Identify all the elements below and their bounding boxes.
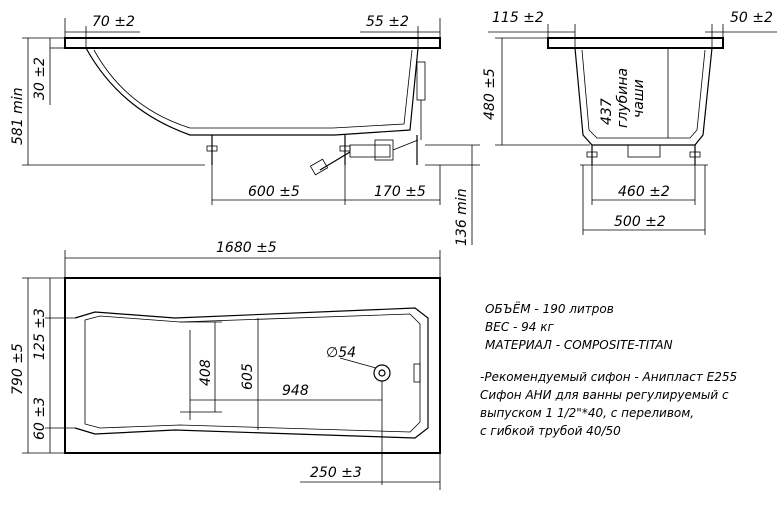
- plan-bowl-outer: [74, 307, 429, 439]
- side-view: 70 ±2 55 ±2 581 min 30 ±2 600 ±5 170 ±5 …: [10, 14, 480, 246]
- end-dimensions: [488, 24, 777, 235]
- plan-dim-948: 948: [282, 383, 309, 399]
- plan-drain-hole: [373, 364, 391, 382]
- plan-dim-width: 790 ±5: [10, 343, 26, 395]
- side-dim-height: 581 min: [10, 87, 26, 145]
- end-dim-outer-width: 500 ±2: [614, 214, 666, 230]
- end-depth-label-1: глубина: [615, 68, 631, 128]
- spec-siphon-2: Сифон АНИ для ванны регулируемый с: [480, 388, 729, 402]
- plan-view: 1680 ±5 790 ±5 125 ±3 60 ±3 408 605 948 …: [10, 240, 441, 490]
- plan-dim-length: 1680 ±5: [216, 240, 277, 256]
- plan-dim-side-bottom: 60 ±3: [32, 397, 48, 440]
- side-dim-top-left: 70 ±2: [92, 14, 135, 30]
- end-legs-drain: [580, 144, 708, 166]
- side-rim: [64, 37, 441, 49]
- end-dim-inner-width: 460 ±2: [618, 184, 670, 200]
- end-depth-value: 437: [599, 98, 615, 125]
- side-tub-inner: [93, 49, 413, 129]
- plan-drain-center: [378, 369, 386, 377]
- end-dim-top-right: 50 ±2: [730, 10, 773, 26]
- plan-dim-drain-offset: 250 ±3: [310, 465, 362, 481]
- plan-dim-408: 408: [198, 359, 214, 386]
- spec-volume: ОБЪЁМ - 190 литров: [485, 301, 614, 316]
- side-dim-rim: 30 ±2: [32, 57, 48, 100]
- end-tub-inner: [581, 49, 706, 139]
- spec-weight: ВЕС - 94 кг: [485, 320, 554, 334]
- end-dim-height: 480 ±5: [482, 68, 498, 120]
- side-legs: [206, 135, 418, 165]
- end-dim-top-left: 115 ±2: [492, 10, 544, 26]
- side-dim-floor: 136 min: [454, 188, 470, 246]
- plan-overflow: [413, 363, 421, 383]
- end-depth-label-2: чаши: [631, 79, 647, 118]
- plan-bowl-inner: [84, 313, 421, 433]
- specifications: ОБЪЁМ - 190 литров ВЕС - 94 кг МАТЕРИАЛ …: [480, 301, 737, 438]
- plan-dim-side-top: 125 ±3: [32, 308, 48, 360]
- plan-dim-drain-dia: ∅54: [326, 345, 356, 361]
- side-dimensions: [22, 18, 480, 245]
- end-view: 115 ±2 50 ±2 480 ±5 437 глубина чаши 460…: [482, 10, 777, 235]
- spec-siphon-1: -Рекомендуемый сифон - Аниплaст E255: [480, 370, 737, 384]
- side-dim-top-right: 55 ±2: [366, 14, 409, 30]
- end-rim: [547, 37, 724, 49]
- side-dim-legs: 600 ±5: [248, 184, 300, 200]
- spec-siphon-4: с гибкой трубой 40/50: [480, 424, 621, 438]
- side-tub-body: [85, 47, 419, 136]
- plan-dim-605: 605: [240, 363, 256, 390]
- plan-outline: [64, 277, 441, 454]
- side-dim-drain: 170 ±5: [374, 184, 426, 200]
- plan-dimensions: [22, 250, 441, 490]
- spec-siphon-3: выпуском 1 1/2"*40, с переливом,: [480, 406, 694, 420]
- side-drain-siphon: [309, 61, 426, 176]
- spec-material: МАТЕРИАЛ - COMPOSITE-TITAN: [485, 338, 673, 352]
